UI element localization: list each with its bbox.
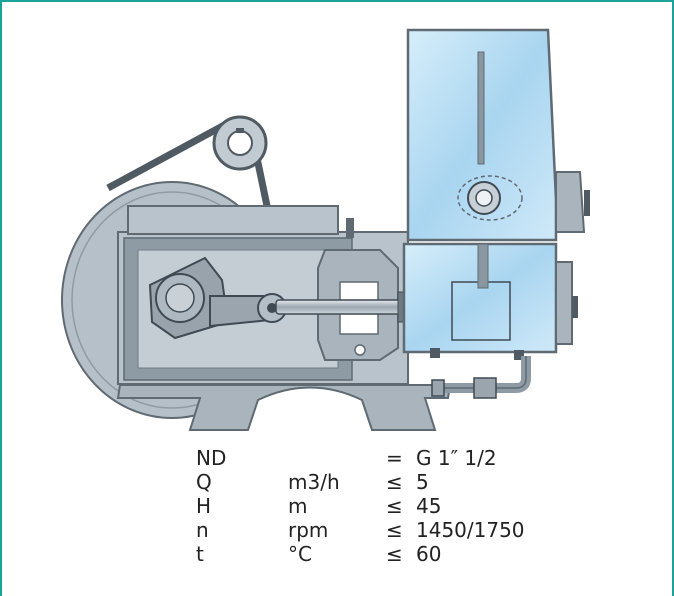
spec-operator: ≤ xyxy=(386,494,403,518)
spec-param: n xyxy=(196,518,209,542)
crank-mechanism xyxy=(148,256,287,340)
spec-operator: ≤ xyxy=(386,518,403,542)
spec-value: 45 xyxy=(416,494,442,518)
spec-value: 1450/1750 xyxy=(416,518,525,542)
water-chamber-upper xyxy=(406,28,590,242)
spec-row-flow-rate: Q m3/h ≤ 5 xyxy=(196,470,525,494)
spec-value: 60 xyxy=(416,542,442,566)
spec-row-head: H m ≤ 45 xyxy=(196,494,525,518)
pump-base xyxy=(116,384,452,431)
spec-unit: m xyxy=(288,494,308,518)
spec-operator: ≤ xyxy=(386,542,403,566)
spec-unit: m3/h xyxy=(288,470,340,494)
pump-chamber-lower xyxy=(402,242,578,360)
spec-row-nominal-diameter: ND = G 1″ 1/2 xyxy=(196,446,525,470)
spec-value: G 1″ 1/2 xyxy=(416,446,497,470)
outlet-pipe xyxy=(431,356,531,399)
spec-param: Q xyxy=(196,470,212,494)
pump-specifications-table: ND = G 1″ 1/2 Q m3/h ≤ 5 H m ≤ 45 n rpm … xyxy=(196,446,525,566)
spec-unit: rpm xyxy=(288,518,329,542)
spec-param: ND xyxy=(196,446,227,470)
spec-row-temperature: t °C ≤ 60 xyxy=(196,542,525,566)
spec-operator: = xyxy=(386,446,403,470)
spec-value: 5 xyxy=(416,470,429,494)
spec-param: H xyxy=(196,494,212,518)
motor-pulley xyxy=(212,115,268,171)
spec-operator: ≤ xyxy=(386,470,403,494)
spec-row-speed: n rpm ≤ 1450/1750 xyxy=(196,518,525,542)
spec-unit xyxy=(288,446,386,470)
spec-unit: °C xyxy=(288,542,312,566)
spec-param: t xyxy=(196,542,204,566)
